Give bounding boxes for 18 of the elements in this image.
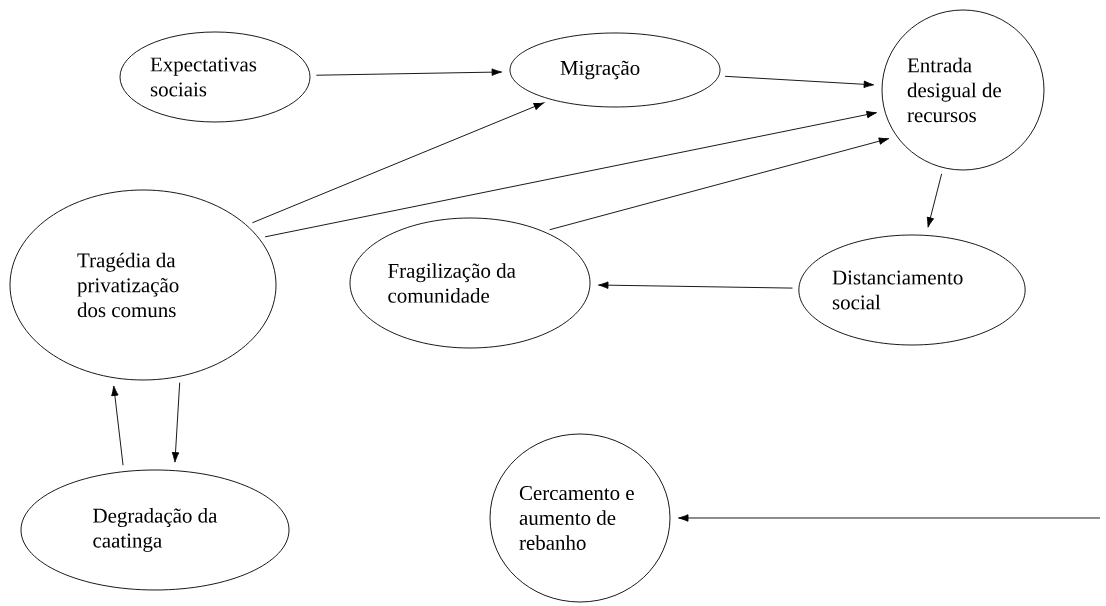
arrow xyxy=(264,110,877,238)
arrow xyxy=(598,281,793,289)
arrow xyxy=(724,75,875,88)
arrow xyxy=(926,173,943,228)
arrow xyxy=(111,385,124,466)
ellipse-node: Migração xyxy=(509,32,721,108)
ellipse-node: Degradação da caatinga xyxy=(20,469,290,591)
ellipse-node: Fragilização da comunidade xyxy=(349,217,591,349)
ellipse-node: Cercamento e aumento de rebanho xyxy=(489,433,671,603)
ellipse-node: Tragédia da privatização dos comuns xyxy=(9,189,277,381)
arrow xyxy=(171,382,181,463)
arrow xyxy=(678,514,1101,522)
arrow xyxy=(315,68,503,76)
arrow xyxy=(251,102,545,224)
arrow xyxy=(549,137,890,231)
ellipse-node: Expectativas sociais xyxy=(119,31,311,123)
ellipse-node: Distanciamento social xyxy=(798,234,1026,346)
ellipse-node: Entrada desigual de recursos xyxy=(881,9,1045,171)
